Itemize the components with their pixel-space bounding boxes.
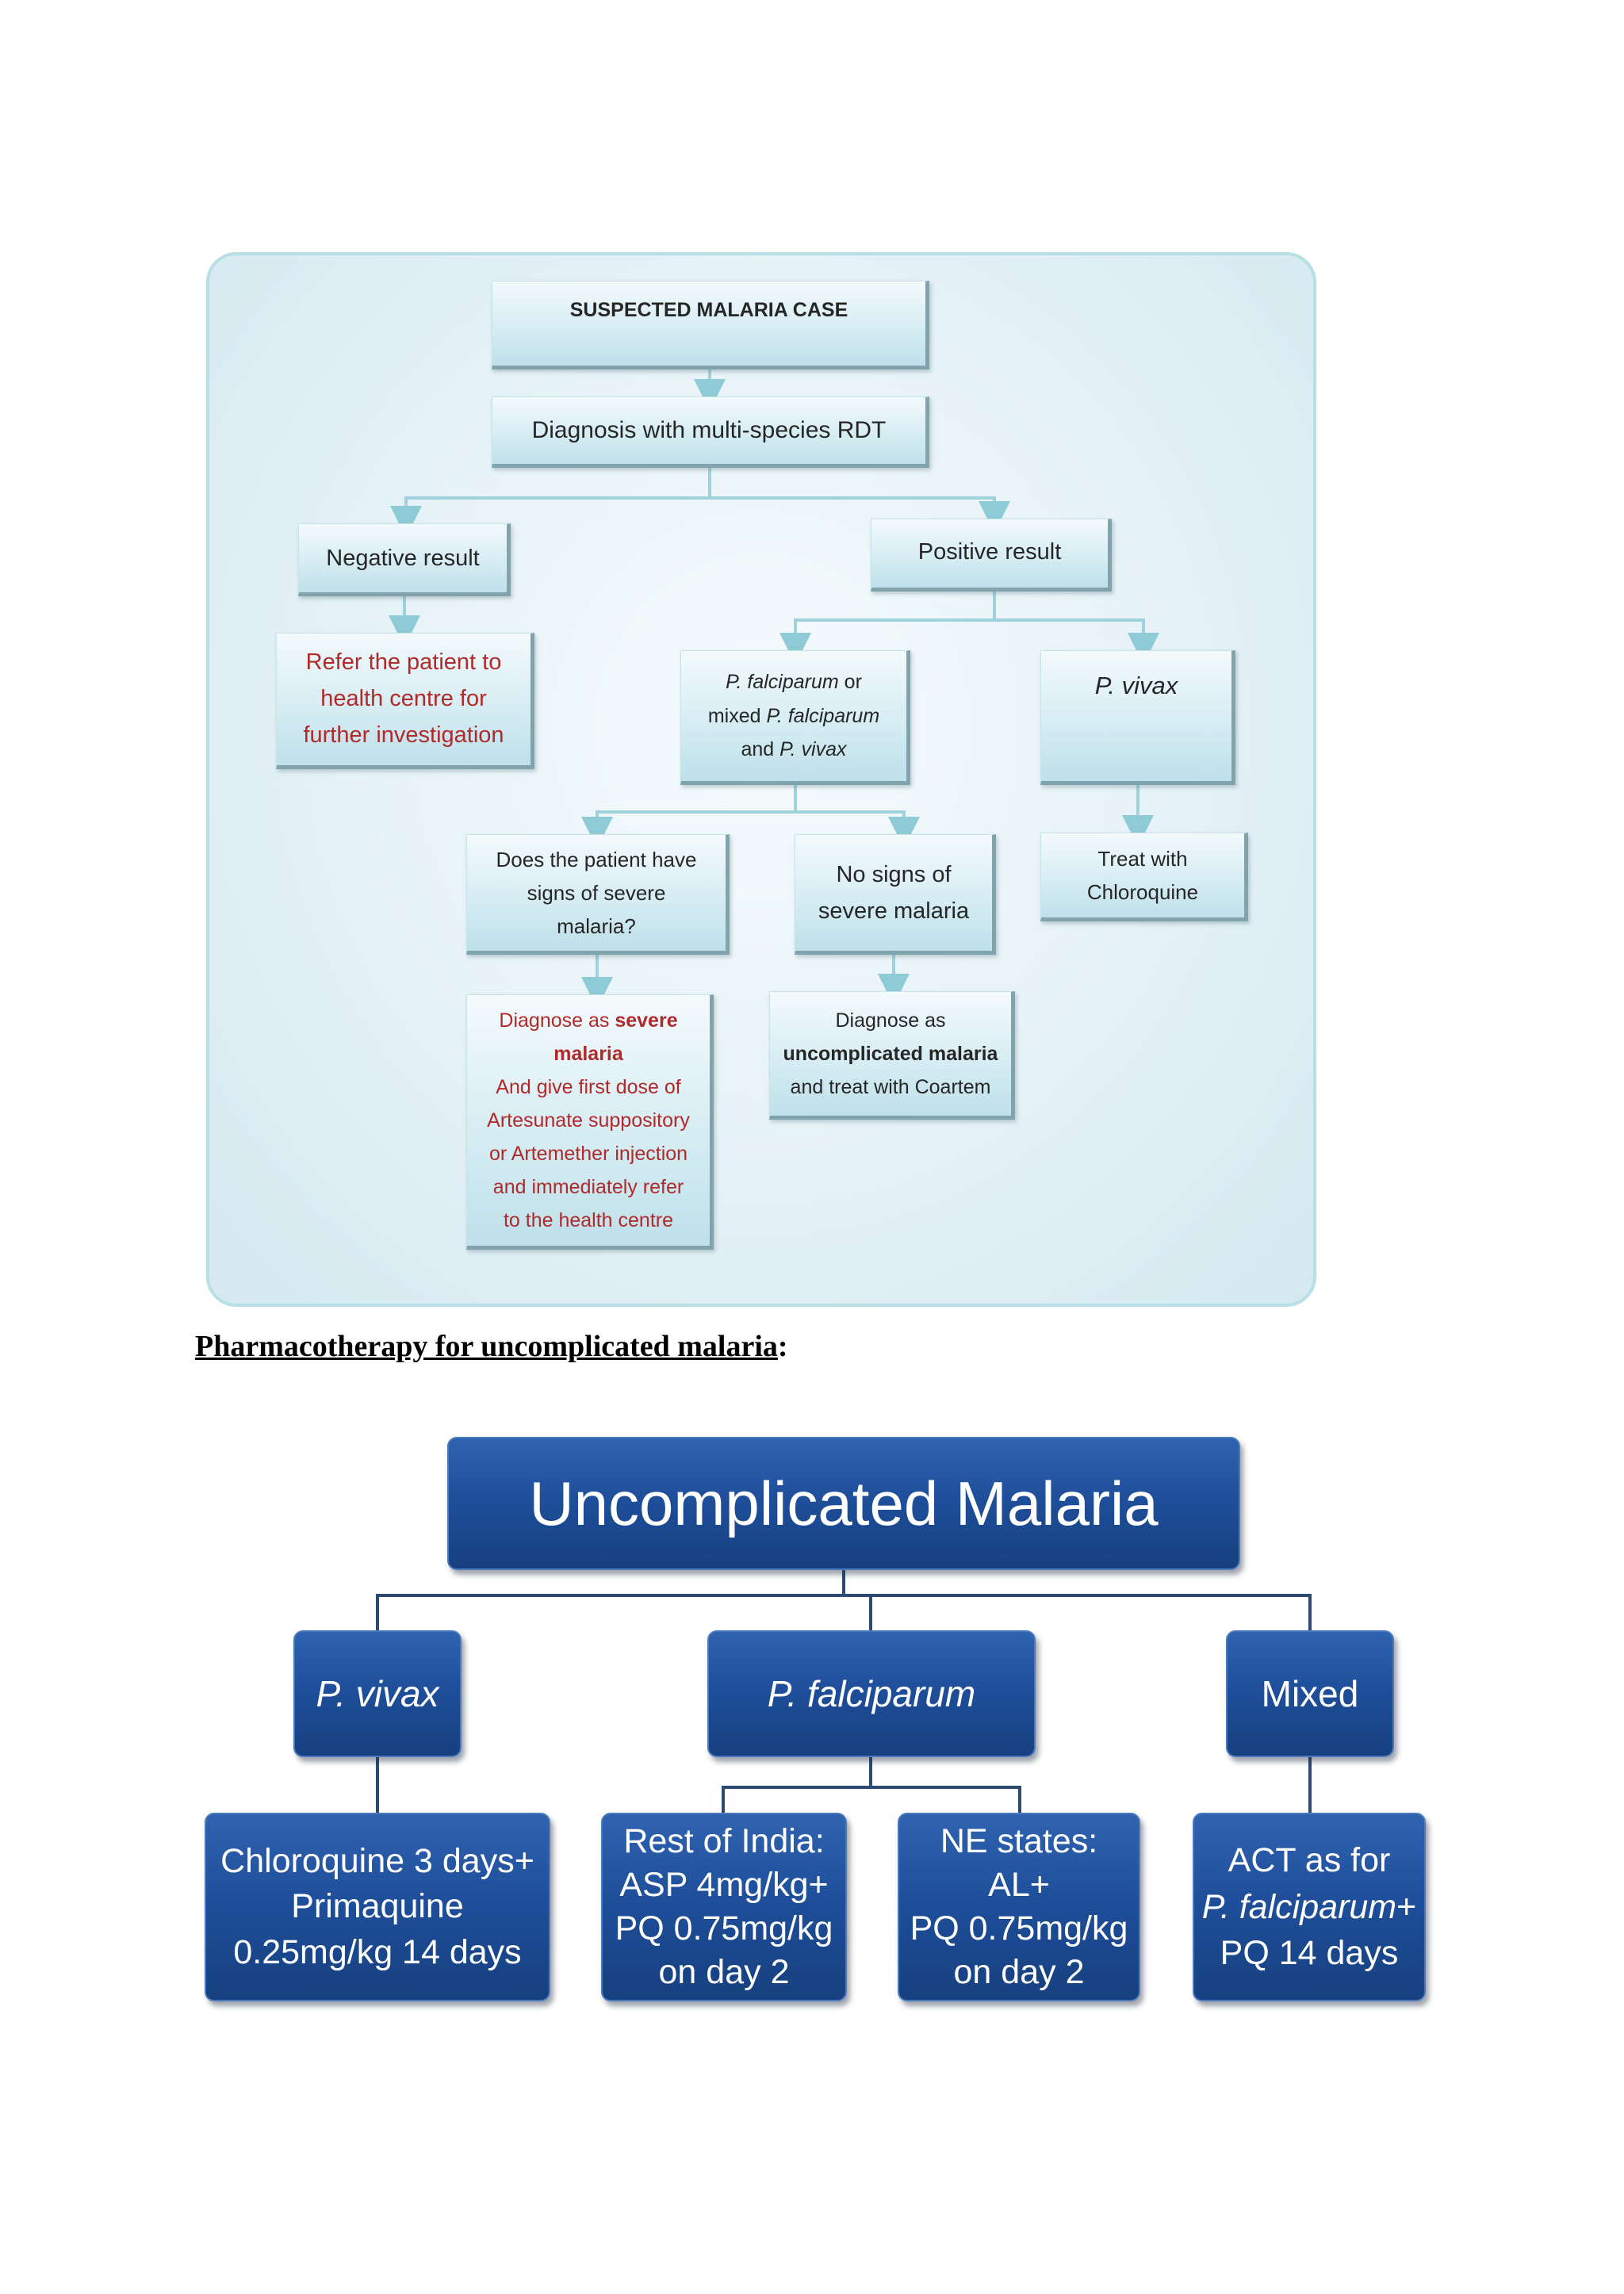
- vivax-treatment-line-1: Chloroquine 3 days+: [220, 1842, 534, 1881]
- rest-of-india-line-1: Rest of India:: [623, 1821, 825, 1860]
- refer-line-1: Refer the patient to: [305, 649, 502, 676]
- pharmacotherapy-heading-colon: :: [777, 1330, 788, 1363]
- falciparum-italic-2: P. falciparum: [766, 704, 880, 727]
- diagnose-severe-line-1: Diagnose as severe: [499, 1004, 677, 1037]
- mixed-treatment-line-2: P. falciparum+: [1202, 1884, 1417, 1930]
- ne-states-line-3: PQ 0.75mg/kg: [910, 1909, 1128, 1947]
- severe-question-box: Does the patient have signs of severe ma…: [466, 834, 730, 955]
- falciparum-mixed-line-2: mixed P. falciparum: [708, 699, 879, 733]
- no-severe-signs-box: No signs of severe malaria: [795, 834, 996, 955]
- chloroquine-label: Chloroquine: [1086, 880, 1199, 904]
- rest-of-india-box: Rest of India: ASP 4mg/kg+ PQ 0.75mg/kg …: [601, 1813, 847, 2001]
- treat-with-label: Treat with: [1097, 846, 1188, 871]
- falciparum-or: or: [838, 671, 862, 694]
- mixed-treatment-box: ACT as for P. falciparum+ PQ 14 days: [1193, 1813, 1426, 2001]
- vivax-treatment-line-2: Primaquine: [291, 1887, 464, 1926]
- uncomplicated-malaria-label: Uncomplicated Malaria: [529, 1468, 1159, 1538]
- mixed-word: mixed: [707, 704, 767, 727]
- uncomplicated-malaria-box: Uncomplicated Malaria: [447, 1437, 1240, 1570]
- p-falciparum-label: P. falciparum: [767, 1672, 976, 1714]
- plus-sign: +: [1396, 1887, 1417, 1926]
- falciparum-mixed-box: P. falciparum or mixed P. falciparum and…: [680, 650, 910, 785]
- diagnose-uncomplicated-line-1: Diagnose as: [835, 1009, 946, 1032]
- refer-line-3: further investigation: [303, 722, 504, 748]
- suspected-malaria-case-box: SUSPECTED MALARIA CASE: [492, 281, 929, 370]
- diagnose-as-text: Diagnose as: [499, 1009, 615, 1032]
- mixed-box: Mixed: [1226, 1630, 1394, 1757]
- diagnose-severe-line-6: and immediately refer: [492, 1176, 684, 1198]
- mixed-treatment-line-1: ACT as for: [1228, 1841, 1391, 1880]
- refer-patient-box: Refer the patient to health centre for f…: [276, 633, 534, 769]
- vivax-treatment-line-3: 0.25mg/kg 14 days: [233, 1932, 522, 1971]
- vivax-treatment-box: Chloroquine 3 days+ Primaquine 0.25mg/kg…: [205, 1813, 550, 2001]
- severe-question-line-3: malaria?: [557, 914, 636, 939]
- severe-bold-text: severe: [615, 1009, 678, 1032]
- diagnose-severe-line-4: Artesunate suppository: [487, 1109, 690, 1132]
- diagnose-uncomplicated-line-2: uncomplicated malaria: [783, 1043, 998, 1065]
- and-word: and: [741, 738, 780, 761]
- p-falciparum-box: P. falciparum: [707, 1630, 1036, 1757]
- rest-of-india-line-3: PQ 0.75mg/kg: [615, 1909, 833, 1947]
- diagnose-uncomplicated-box: Diagnose as uncomplicated malaria and tr…: [769, 991, 1015, 1120]
- diagnose-severe-line-5: or Artemether injection: [488, 1143, 688, 1165]
- positive-result-label: Positive result: [917, 539, 1062, 565]
- diagnose-severe-line-7: to the health centre: [503, 1209, 674, 1231]
- ne-states-line-2: AL+: [988, 1865, 1050, 1904]
- positive-result-box: Positive result: [871, 519, 1112, 592]
- diagnosis-rdt-box: Diagnosis with multi-species RDT: [492, 396, 929, 468]
- treat-chloroquine-box: Treat with Chloroquine: [1040, 833, 1248, 921]
- pharmacotherapy-heading: Pharmacotherapy for uncomplicated malari…: [195, 1329, 788, 1364]
- diagnose-severe-line-2: malaria: [553, 1043, 623, 1065]
- rest-of-india-line-4: on day 2: [658, 1953, 790, 1992]
- diagnose-uncomplicated-line-3: and treat with Coartem: [790, 1076, 991, 1098]
- mixed-label: Mixed: [1261, 1672, 1359, 1714]
- vivax-label: P. vivax: [1094, 672, 1178, 699]
- falciparum-italic-text: P. falciparum: [1201, 1887, 1397, 1926]
- falciparum-italic-1: P. falciparum: [726, 671, 839, 694]
- suspected-malaria-case-label: SUSPECTED MALARIA CASE: [569, 299, 848, 321]
- severe-question-line-1: Does the patient have: [496, 847, 697, 871]
- no-severe-line-2: severe malaria: [818, 898, 970, 924]
- mixed-treatment-line-3: PQ 14 days: [1220, 1934, 1399, 1973]
- negative-result-label: Negative result: [326, 545, 480, 571]
- ne-states-box: NE states: AL+ PQ 0.75mg/kg on day 2: [898, 1813, 1140, 2001]
- diagnosis-rdt-label: Diagnosis with multi-species RDT: [531, 417, 887, 444]
- pharmacotherapy-heading-text: Pharmacotherapy for uncomplicated malari…: [195, 1330, 778, 1363]
- ne-states-line-1: NE states:: [940, 1821, 1098, 1860]
- falciparum-mixed-line-3: and P. vivax: [741, 733, 847, 767]
- refer-line-2: health centre for: [320, 686, 487, 712]
- diagnose-severe-line-3: And give first dose of: [496, 1076, 681, 1098]
- rest-of-india-line-2: ASP 4mg/kg+: [619, 1865, 829, 1904]
- negative-result-box: Negative result: [298, 523, 511, 596]
- no-severe-line-1: No signs of: [836, 861, 952, 887]
- p-vivax-box: P. vivax: [293, 1630, 462, 1757]
- falciparum-mixed-line-1: P. falciparum or: [726, 665, 862, 699]
- p-vivax-label: P. vivax: [316, 1672, 439, 1714]
- vivax-box: P. vivax: [1040, 650, 1235, 785]
- vivax-italic: P. vivax: [779, 738, 847, 761]
- severe-question-line-2: signs of severe: [527, 880, 666, 905]
- ne-states-line-4: on day 2: [953, 1953, 1085, 1992]
- diagnose-severe-box: Diagnose as severe malaria And give firs…: [466, 994, 714, 1250]
